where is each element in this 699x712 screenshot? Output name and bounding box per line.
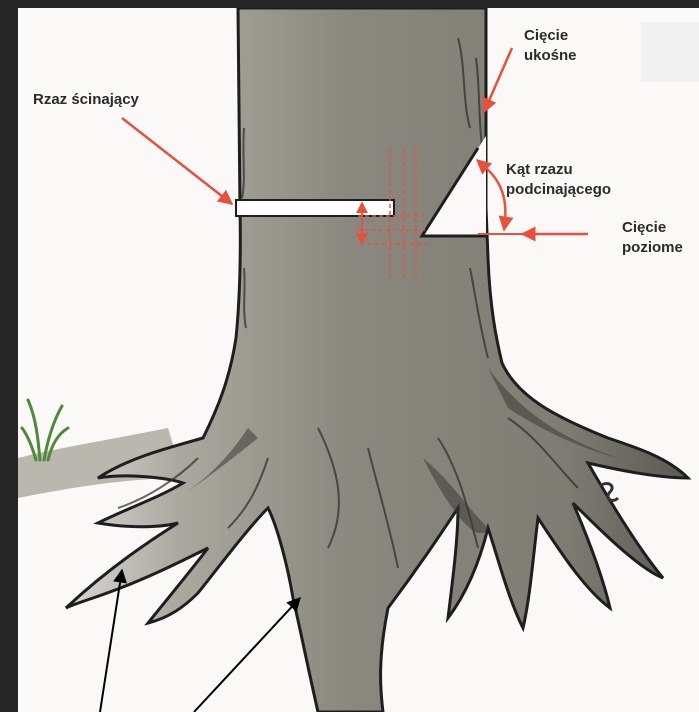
- diagram-canvas: Rzaz ścinający Cięcie ukośne Kąt rzazu p…: [18, 8, 699, 712]
- corner-box: [641, 22, 699, 82]
- horizontal-cut-label-line2: poziome: [622, 238, 683, 257]
- horizontal-cut-label-line1: Cięcie: [622, 218, 666, 237]
- felling-cut-label: Rzaz ścinający: [33, 90, 139, 109]
- notch-angle-label-line1: Kąt rzazu: [506, 160, 573, 179]
- oblique-cut-label-line1: Cięcie: [524, 26, 568, 45]
- tree-felling-diagram: [18, 8, 699, 712]
- felling-cut-slot: [236, 200, 394, 216]
- notch-angle-label-line2: podcinającego: [506, 180, 611, 199]
- oblique-cut-label-line2: ukośne: [524, 46, 577, 65]
